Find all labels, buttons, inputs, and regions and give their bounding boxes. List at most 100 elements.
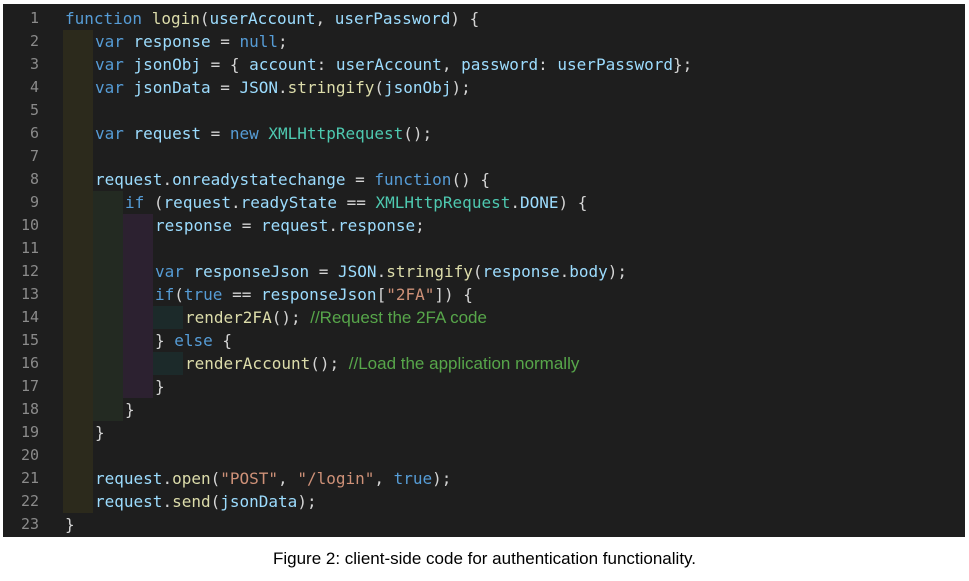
code-token: ( bbox=[210, 492, 221, 511]
indent-guide bbox=[63, 490, 93, 513]
code-line: request.open("POST", "/login", true); bbox=[95, 467, 451, 490]
code-token: : bbox=[538, 55, 558, 74]
code-token: renderAccount bbox=[185, 354, 311, 373]
code-token: . bbox=[162, 469, 173, 488]
code-token: ; bbox=[415, 216, 425, 235]
code-token: request bbox=[163, 193, 231, 212]
code-token: if bbox=[125, 193, 154, 212]
line-number: 5 bbox=[29, 101, 39, 119]
code-line: var jsonObj = { account: userAccount, pa… bbox=[95, 53, 692, 76]
code-token: = bbox=[200, 124, 230, 143]
code-token: . bbox=[162, 492, 173, 511]
code-token: , bbox=[441, 55, 462, 74]
indent-guide bbox=[63, 283, 93, 306]
line-number: 7 bbox=[29, 147, 39, 165]
code-token: } bbox=[155, 377, 165, 396]
code-token: stringify bbox=[386, 262, 473, 281]
indent-guide bbox=[63, 191, 93, 214]
code-token: { bbox=[212, 331, 233, 350]
indent-guide bbox=[63, 53, 93, 76]
code-token: var bbox=[95, 124, 134, 143]
indent-guide bbox=[63, 352, 93, 375]
code-token: = bbox=[232, 216, 261, 235]
code-token: userPassword bbox=[557, 55, 673, 74]
code-token: . bbox=[162, 170, 173, 189]
code-token: "2FA" bbox=[386, 285, 435, 304]
indent-guide bbox=[63, 145, 93, 168]
line-number: 17 bbox=[20, 377, 39, 395]
indent-guide bbox=[63, 467, 93, 490]
line-number: 14 bbox=[20, 308, 39, 326]
code-token: responseJson bbox=[260, 285, 377, 304]
code-token: request bbox=[95, 492, 163, 511]
indent-guide bbox=[93, 237, 123, 260]
code-token: login bbox=[151, 9, 200, 28]
indent-guide bbox=[93, 306, 123, 329]
indent-guide bbox=[93, 283, 123, 306]
code-token: open bbox=[172, 469, 211, 488]
code-token: == bbox=[222, 285, 261, 304]
code-line: } bbox=[155, 375, 165, 398]
code-token: jsonData bbox=[220, 492, 298, 511]
code-token: response bbox=[338, 216, 416, 235]
code-token: jsonObj bbox=[133, 55, 201, 74]
indent-guide bbox=[63, 214, 93, 237]
code-token: = bbox=[210, 78, 240, 97]
indent-guide bbox=[63, 76, 93, 99]
line-number: 19 bbox=[20, 423, 39, 441]
code-token: response bbox=[482, 262, 560, 281]
code-token: }; bbox=[673, 55, 693, 74]
indent-guide bbox=[63, 444, 93, 467]
code-token: var bbox=[95, 78, 134, 97]
indent-guide bbox=[123, 260, 153, 283]
code-token: else bbox=[174, 331, 213, 350]
code-line: var response = null; bbox=[95, 30, 288, 53]
code-line: } bbox=[125, 398, 135, 421]
code-token: ( bbox=[374, 78, 385, 97]
line-number: 16 bbox=[20, 354, 39, 372]
line-number: 4 bbox=[29, 78, 39, 96]
code-token: function bbox=[374, 170, 452, 189]
code-line: render2FA(); //Request the 2FA code bbox=[185, 306, 487, 329]
code-token: . bbox=[230, 193, 241, 212]
code-token: () { bbox=[451, 170, 490, 189]
code-token: ]) { bbox=[434, 285, 473, 304]
code-line: if(true == responseJson["2FA"]) { bbox=[155, 283, 473, 306]
code-token: if bbox=[155, 285, 175, 304]
indent-guide bbox=[123, 214, 153, 237]
code-token: readyState bbox=[240, 193, 337, 212]
code-token: JSON bbox=[338, 262, 377, 281]
code-line: renderAccount(); //Load the application … bbox=[185, 352, 579, 375]
code-token: jsonObj bbox=[384, 78, 452, 97]
code-token: body bbox=[569, 262, 608, 281]
code-token: } bbox=[65, 515, 75, 534]
code-token: ( bbox=[174, 285, 184, 304]
code-token: . bbox=[559, 262, 570, 281]
code-token: "POST" bbox=[220, 469, 279, 488]
code-token: new bbox=[229, 124, 269, 143]
code-token: //Request the 2FA code bbox=[310, 308, 487, 327]
line-number: 12 bbox=[20, 262, 39, 280]
code-line: } bbox=[95, 421, 105, 444]
indent-guide bbox=[63, 260, 93, 283]
code-token: XMLHttpRequest bbox=[268, 124, 404, 143]
code-token: JSON bbox=[239, 78, 279, 97]
code-token: null bbox=[239, 32, 279, 51]
line-number: 18 bbox=[20, 400, 39, 418]
line-number: 8 bbox=[29, 170, 39, 188]
indent-guide bbox=[63, 168, 93, 191]
code-token: = { bbox=[200, 55, 250, 74]
line-number: 15 bbox=[20, 331, 39, 349]
code-line: var jsonData = JSON.stringify(jsonObj); bbox=[95, 76, 471, 99]
indent-guide bbox=[63, 99, 93, 122]
line-number: 22 bbox=[20, 492, 39, 510]
code-token: ) { bbox=[558, 193, 588, 212]
indent-guide bbox=[63, 398, 93, 421]
indent-guide bbox=[93, 214, 123, 237]
code-line: } else { bbox=[155, 329, 232, 352]
indent-guide bbox=[63, 122, 93, 145]
code-token: } bbox=[125, 400, 135, 419]
line-number: 11 bbox=[20, 239, 39, 257]
code-token: request bbox=[95, 170, 163, 189]
